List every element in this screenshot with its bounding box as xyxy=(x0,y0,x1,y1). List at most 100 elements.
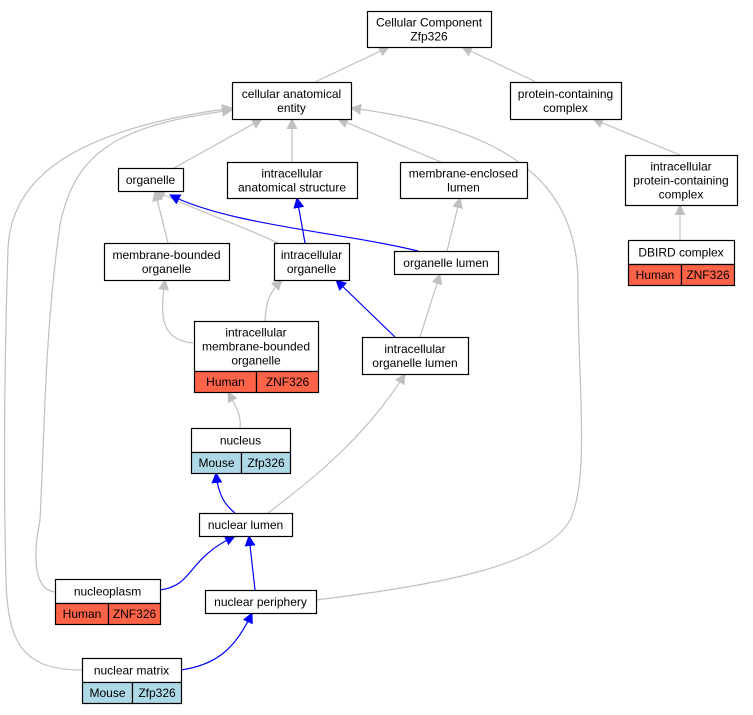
edge-protein-containing-complex-to-cellular-component xyxy=(461,46,537,83)
node-label: membrane-bounded xyxy=(112,248,220,262)
node-box xyxy=(193,320,320,373)
node-label: nuclear lumen xyxy=(208,518,283,532)
edge-intracellular-membrane-bounded-organelle-to-intracellular-organelle xyxy=(264,279,283,322)
node-label: organelle xyxy=(231,354,281,368)
node-box xyxy=(393,250,500,276)
edge-membrane-enclosed-lumen-to-cellular-anatomical-entity xyxy=(337,117,442,163)
node-label: organelle xyxy=(142,262,192,276)
node-label: protein-containing xyxy=(518,87,613,101)
node-box xyxy=(204,589,318,615)
node-label: organelle lumen xyxy=(403,256,488,270)
node-box xyxy=(117,167,185,193)
node-intracellular-membrane-bounded-organelle[interactable]: intracellularmembrane-boundedorganelleHu… xyxy=(193,320,320,394)
gene-cell xyxy=(680,263,736,287)
edge-nuclear-lumen-to-nucleus xyxy=(211,472,236,514)
node-organelle-lumen[interactable]: organelle lumen xyxy=(393,250,500,276)
edge-organelle-lumen-to-organelle xyxy=(169,194,419,252)
node-box xyxy=(399,161,529,200)
node-label: intracellular xyxy=(225,326,286,340)
node-nuclear-periphery[interactable]: nuclear periphery xyxy=(204,589,318,615)
species-label: Human xyxy=(63,607,102,621)
node-label: intracellular xyxy=(281,248,342,262)
gene-label: ZNF326 xyxy=(113,607,157,621)
node-box xyxy=(231,81,353,121)
node-label: protein-containing xyxy=(633,174,728,188)
node-label: DBIRD complex xyxy=(638,246,723,260)
edge-nuclear-matrix-to-cellular-anatomical-entity xyxy=(3,103,233,671)
node-label: nuclear matrix xyxy=(94,664,169,678)
node-label: Cellular Component xyxy=(376,16,483,30)
edge-nuclear-periphery-to-nuclear-lumen xyxy=(244,535,256,591)
edge-nucleoplasm-to-cellular-anatomical-entity xyxy=(35,105,233,593)
node-box xyxy=(361,336,470,376)
node-nuclear-lumen[interactable]: nuclear lumen xyxy=(198,512,294,538)
gene-cell xyxy=(131,681,183,705)
node-label: entity xyxy=(277,101,306,115)
edge-nuclear-matrix-to-nuclear-periphery xyxy=(180,612,253,671)
node-label: complex xyxy=(659,188,704,202)
edge-intracellular-organelle-lumen-to-intracellular-organelle xyxy=(335,279,396,338)
node-label: nuclear periphery xyxy=(214,595,307,609)
node-label: anatomical structure xyxy=(238,181,346,195)
node-label: Zfp326 xyxy=(410,30,448,44)
gene-label: ZNF326 xyxy=(686,268,730,282)
node-label: lumen xyxy=(447,181,480,195)
node-label: intracellular xyxy=(261,167,322,181)
edge-intracellular-organelle-lumen-to-organelle-lumen xyxy=(419,273,443,338)
node-box xyxy=(226,161,359,200)
edge-nucleoplasm-to-nuclear-lumen xyxy=(159,535,236,591)
species-label: Mouse xyxy=(89,686,125,700)
node-box xyxy=(366,10,493,49)
node-label: nucleus xyxy=(220,434,261,448)
edge-nucleus-to-intracellular-membrane-bounded-organelle xyxy=(227,391,241,429)
gene-label: Zfp326 xyxy=(138,686,176,700)
species-label: Mouse xyxy=(198,456,234,470)
gene-cell xyxy=(255,370,320,394)
edge-cellular-anatomical-entity-to-cellular-component xyxy=(314,46,390,83)
edge-membrane-bounded-organelle-to-organelle xyxy=(152,190,169,244)
node-label: cellular anatomical xyxy=(242,87,341,101)
node-label: membrane-bounded xyxy=(202,340,310,354)
gene-label: ZNF326 xyxy=(266,375,310,389)
edges-layer xyxy=(3,46,686,671)
node-organelle[interactable]: organelle xyxy=(117,167,185,193)
node-box xyxy=(103,242,231,282)
gene-cell xyxy=(107,602,162,626)
node-box xyxy=(509,81,623,121)
node-box xyxy=(190,427,292,454)
edge-nuclear-lumen-to-intracellular-organelle-lumen xyxy=(267,373,406,514)
species-label: Human xyxy=(206,375,245,389)
node-label: nucleoplasm xyxy=(74,585,141,599)
gene-cell xyxy=(240,451,292,475)
species-label: Human xyxy=(636,268,675,282)
node-label: membrane-enclosed xyxy=(409,167,518,181)
node-label: organelle xyxy=(126,173,176,187)
edge-intracellular-membrane-bounded-organelle-to-membrane-bounded-organelle xyxy=(158,279,194,344)
node-label: intracellular xyxy=(650,160,711,174)
node-label: organelle lumen xyxy=(372,356,457,370)
node-label: organelle xyxy=(287,262,337,276)
node-box xyxy=(198,512,294,538)
edge-organelle-lumen-to-membrane-enclosed-lumen xyxy=(446,197,463,252)
edge-intracellular-protein-containing-complex-to-protein-containing-complex xyxy=(592,117,681,156)
gene-label: Zfp326 xyxy=(247,456,285,470)
node-box xyxy=(273,242,351,282)
node-label: intracellular xyxy=(384,342,445,356)
edge-intracellular-organelle-to-intracellular-anatomical-structure xyxy=(293,197,306,244)
edge-organelle-to-cellular-anatomical-entity xyxy=(173,118,263,169)
